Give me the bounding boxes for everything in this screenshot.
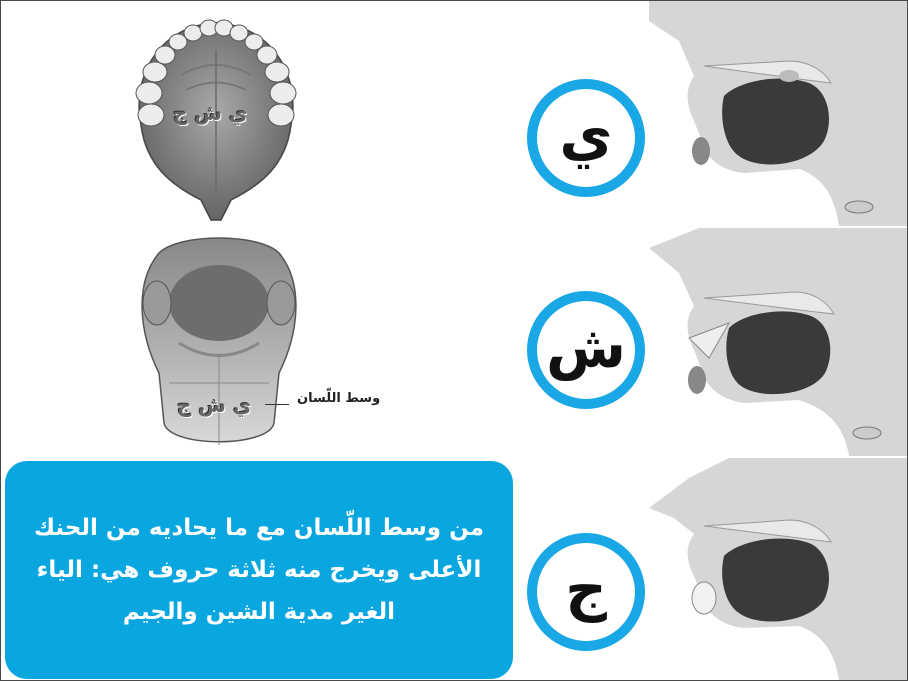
description-line: الأعلى ويخرج منه ثلاثة حروف هي: الياء — [34, 549, 484, 591]
description-line: من وسط اللّسان مع ما يحاديه من الحنك — [34, 507, 484, 549]
palate-letters-label: ي ش ج — [173, 101, 247, 125]
letter-ya: ي — [559, 106, 612, 164]
tongue-illustration — [129, 233, 309, 455]
tongue-letters-label: ي ش ج — [177, 393, 251, 417]
tongue-pointer-line — [265, 404, 289, 405]
description-line: الغير مدية الشين والجيم — [34, 591, 484, 633]
letter-circle-shin: ش — [527, 291, 645, 409]
head-profile-jim — [649, 458, 907, 680]
letter-circle-ya: ي — [527, 79, 645, 197]
head-profile-ya — [649, 1, 907, 226]
description-box: من وسط اللّسان مع ما يحاديه من الحنك الأ… — [5, 461, 513, 679]
letter-jim: ج — [565, 560, 607, 618]
letter-shin: ش — [546, 318, 626, 376]
head-profile-shin — [649, 228, 907, 456]
letter-circle-jim: ج — [527, 533, 645, 651]
tongue-middle-caption: وسط اللّسان — [297, 391, 380, 406]
description-text: من وسط اللّسان مع ما يحاديه من الحنك الأ… — [34, 507, 484, 633]
